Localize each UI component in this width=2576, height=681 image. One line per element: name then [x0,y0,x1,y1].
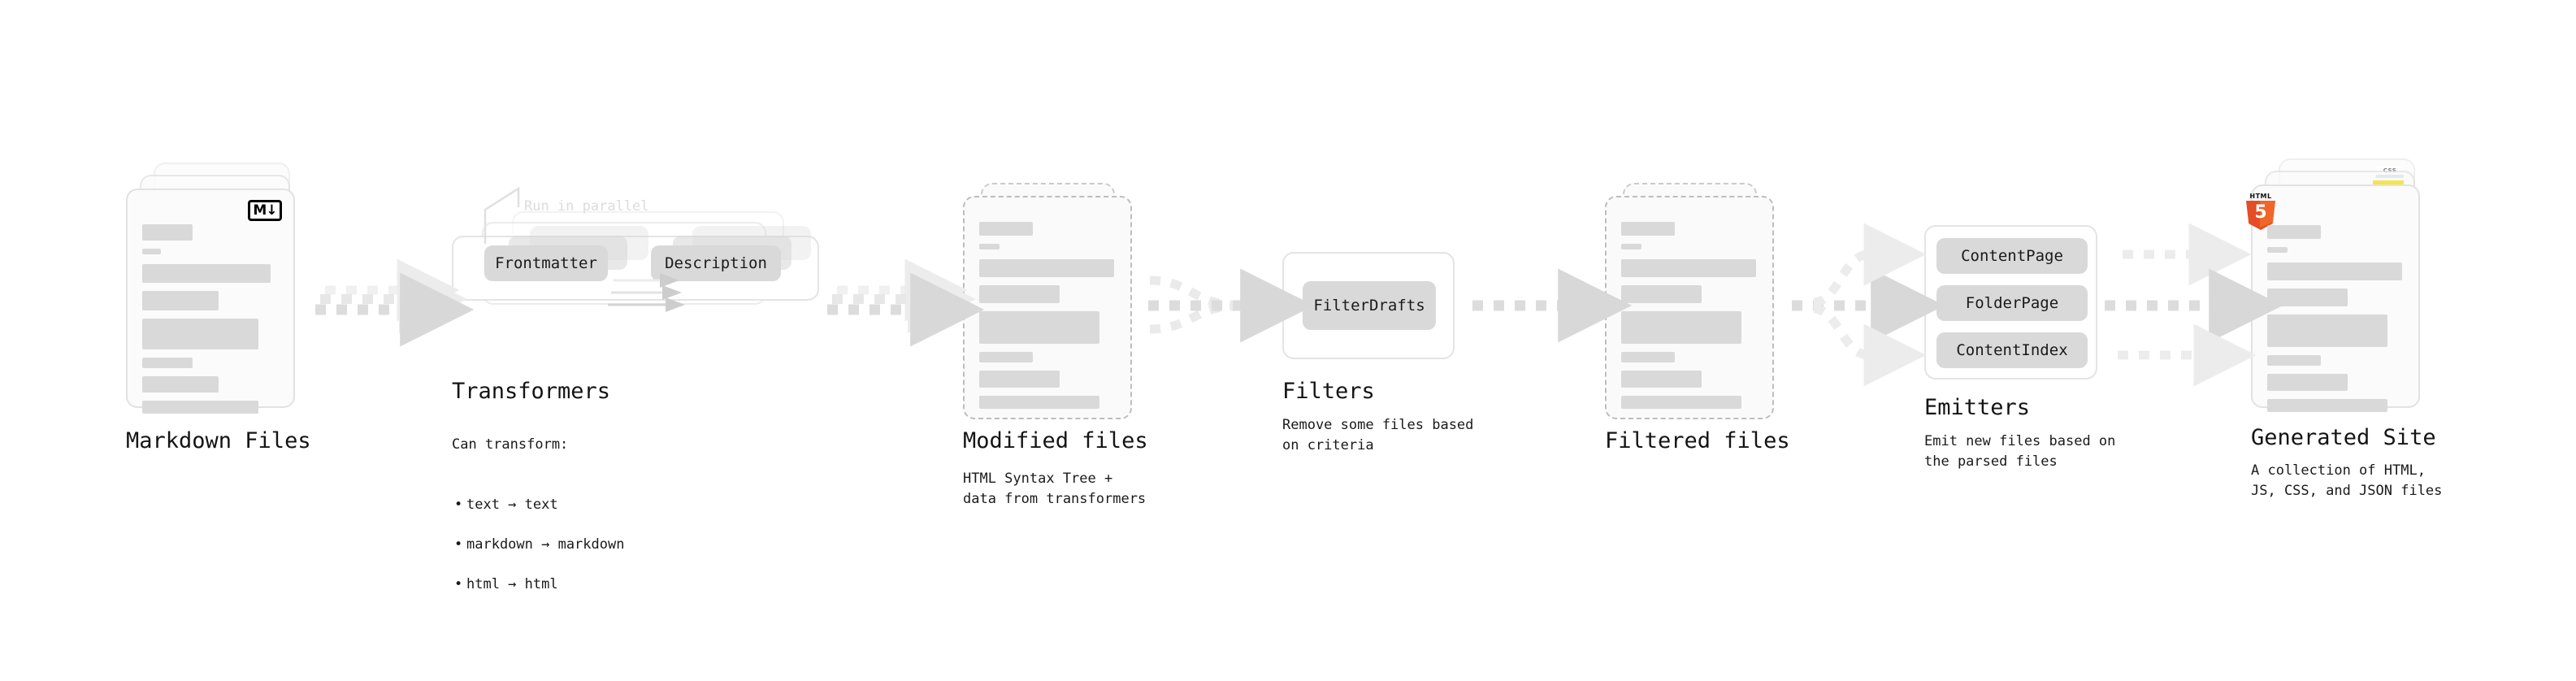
doc-bar [979,259,1114,277]
filtered-files-stack [1605,183,1792,427]
doc-bar [1621,352,1675,362]
doc-bar [142,401,258,414]
stage-subtitle-generated-site: A collection of HTML, JS, CSS, and JSON … [2251,462,2443,499]
generated-site-card-front: HTML 5 [2246,184,2420,412]
doc-bar [979,396,1099,409]
connector-transformers-to-modified [827,258,985,347]
stage-title-generated-site: Generated Site [2251,425,2436,450]
doc-bar [1621,371,1702,388]
doc-bar [142,291,219,310]
markdown-files-stack: M↓ [126,163,321,423]
doc-bar [1621,244,1641,249]
emitters-group: ContentPage FolderPage ContentIndex [1924,225,2097,380]
emitter-chip-contentindex[interactable]: ContentIndex [1936,332,2088,368]
transformers-bullet-item: markdown → markdown [454,535,625,555]
doc-bar [142,264,271,283]
html5-wordmark: HTML [2249,193,2272,200]
doc-bar [979,371,1060,388]
stage-title-modified-files: Modified files [963,428,1148,453]
generated-site-stack: CSS HTML 5 [2246,158,2454,419]
doc-bar [1621,259,1756,277]
stage-subtitle-filters: Remove some files based on criteria [1282,417,1474,453]
filtered-file-body [1621,222,1759,417]
doc-bar [2267,247,2288,253]
modified-files-stack [963,183,1150,427]
filtered-file-card-front [1605,196,1774,419]
doc-bar [1621,222,1675,236]
emitter-chip-folderpage[interactable]: FolderPage [1936,285,2088,321]
transformers-bullet-item: text → text [454,495,624,515]
stage-title-filters: Filters [1282,379,1375,404]
doc-bar [2267,288,2348,306]
markdown-badge-icon: M↓ [248,200,282,221]
doc-bar [142,249,161,254]
emitter-chip-contentpage[interactable]: ContentPage [1936,238,2088,274]
modified-file-card-front [963,196,1132,419]
stage-subtitle-modified-files: HTML Syntax Tree + data from transformer… [963,471,1147,507]
doc-bar [979,285,1060,303]
doc-bar [1621,396,1741,409]
stage-subtitle-transformers: Can transform: text → text markdown → ma… [452,414,624,635]
stage-title-transformers: Transformers [452,379,611,404]
stage-title-markdown-files: Markdown Files [126,428,311,453]
stage-title-emitters: Emitters [1924,395,2031,420]
markdown-file-body [142,224,280,422]
stage-subtitle-emitters: Emit new files based on the parsed files [1924,433,2116,470]
transformers-bullet-list: text → text markdown → markdown html → h… [452,475,625,614]
doc-bar [2267,314,2387,347]
doc-bar [2267,262,2402,280]
transformer-chip-description[interactable]: Description [651,245,781,281]
connector-emitters-to-generated-site [2105,223,2283,387]
doc-bar [142,358,193,368]
connector-filtered-to-emitters [1792,223,1945,387]
modified-file-body [979,222,1117,417]
doc-bar [979,244,1000,249]
html5-shield-inner [2260,201,2275,228]
doc-bar [142,376,219,393]
doc-bar [2267,399,2387,412]
stage-title-filtered-files: Filtered files [1605,428,1790,453]
markdown-file-card-front: M↓ [126,189,295,414]
generated-site-body [2267,225,2405,420]
transformers-node: Frontmatter Description [452,195,826,358]
doc-bar [979,311,1099,344]
connector-modified-to-filters [1148,268,1315,343]
connector-markdown-to-transformers [315,258,475,347]
transformers-can-transform-label: Can transform: [452,436,569,453]
doc-bar [2267,225,2321,239]
doc-bar [1621,311,1741,344]
html5-number: 5 [2254,202,2267,223]
filters-group: FilterDrafts [1282,252,1455,359]
doc-bar [979,222,1033,236]
doc-bar [2267,374,2348,391]
filter-chip-filterdrafts[interactable]: FilterDrafts [1303,281,1436,330]
doc-bar [142,319,258,349]
doc-bar [142,224,193,241]
doc-bar [2267,355,2321,366]
transformers-bullet-item: html → html [454,575,624,595]
doc-bar [979,352,1033,362]
doc-bar [1621,285,1702,303]
run-in-parallel-label: Run in parallel [524,198,649,215]
transformer-chip-frontmatter[interactable]: Frontmatter [484,245,608,281]
